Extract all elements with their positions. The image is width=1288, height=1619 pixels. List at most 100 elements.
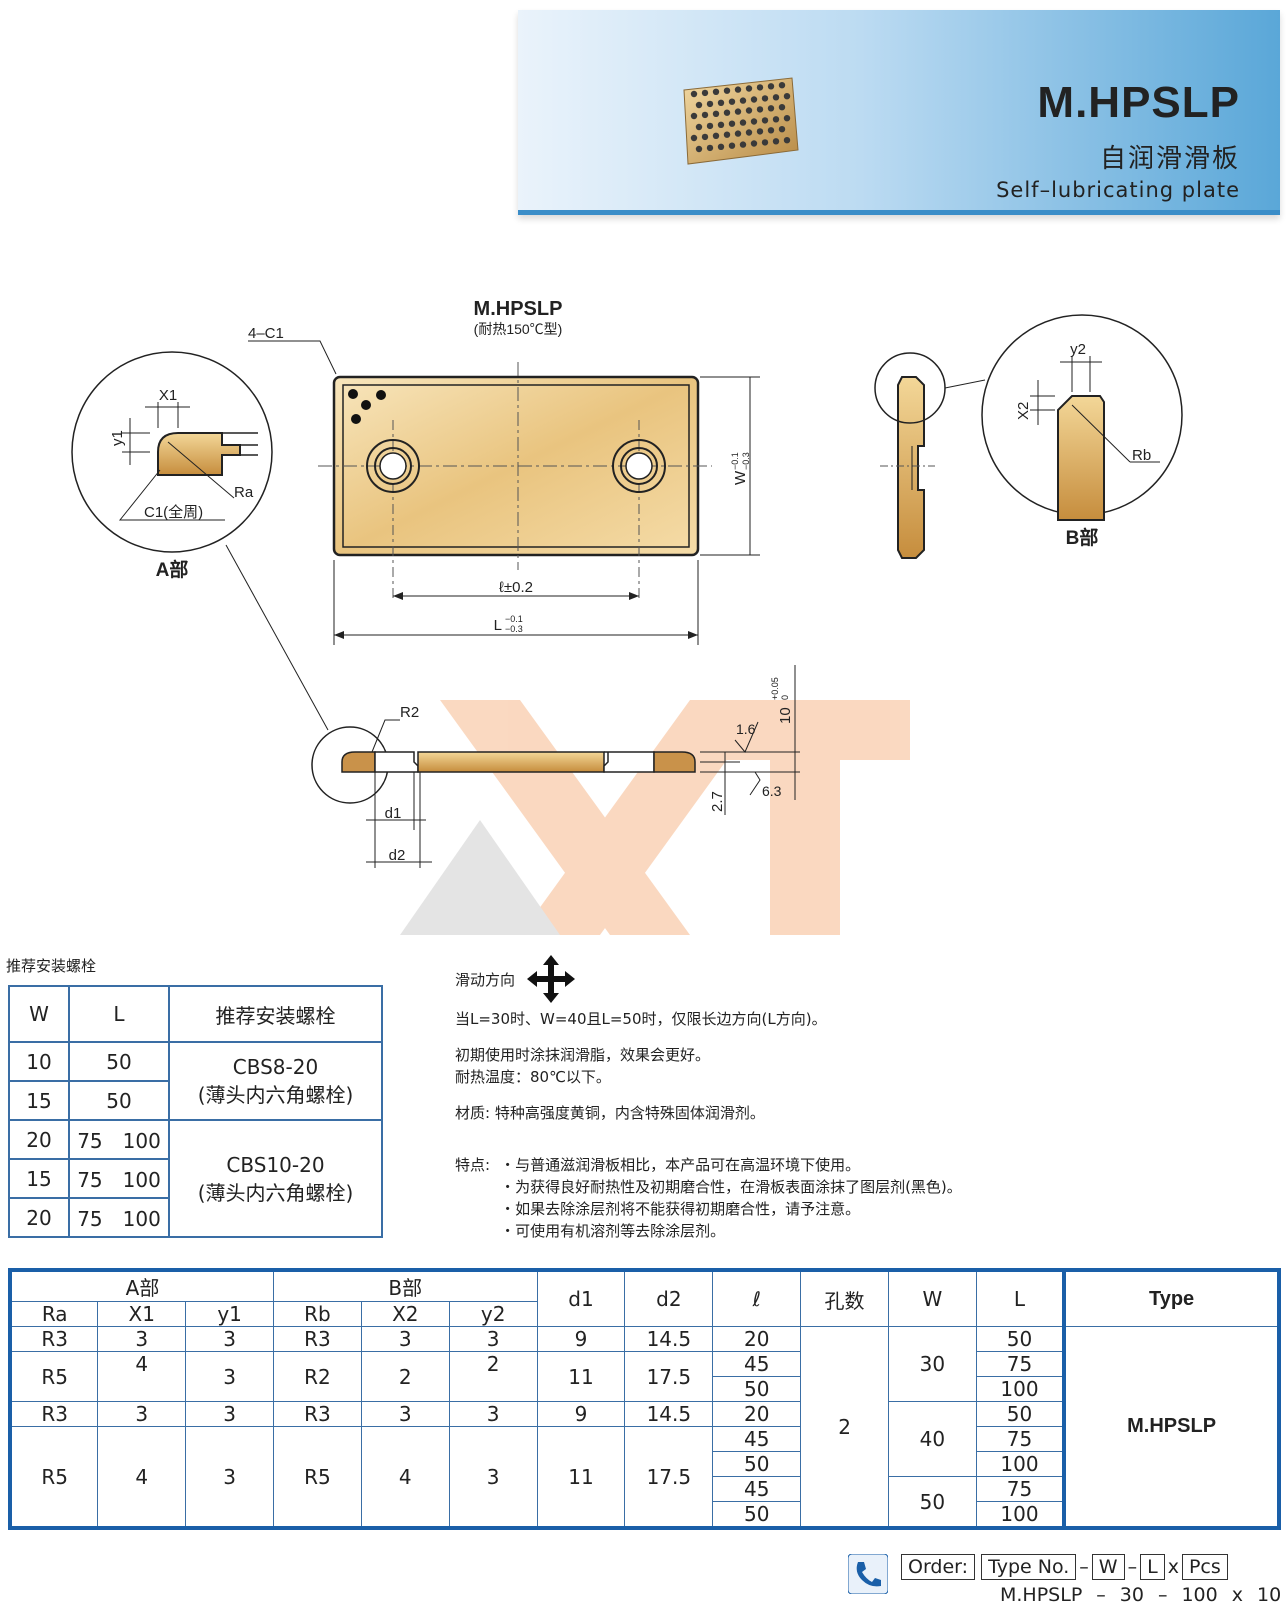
dim-l-tol-lower: −0.3 <box>505 624 523 634</box>
table-row: R5 4 3 R2 2 2 11 17.5 45 75 <box>9 1351 1279 1402</box>
lubricant-dot <box>734 130 742 137</box>
thickness-tol-lower: 0 <box>780 695 790 700</box>
cell: 11 <box>536 1426 626 1529</box>
cell: 11 <box>536 1351 626 1402</box>
lubricant-dot <box>695 101 703 109</box>
cell: 17.5 <box>624 1426 714 1529</box>
feature-2: ・为获得良好耐热性及初期磨合性，在滑板表面涂抹了图层剂(黑色)。 <box>500 1178 962 1196</box>
table-row: 45 50 75 <box>10 1476 1279 1529</box>
lubricant-dot <box>690 112 698 120</box>
order-example-row: M.HPSLP – 30 – 100 x 10 <box>1000 1584 1281 1606</box>
header-y1: y1 <box>185 1301 275 1327</box>
header-b: B部 <box>273 1269 538 1302</box>
note-3: 材质: 特种高强度黄铜，内含特殊固体润滑剂。 <box>455 1104 765 1122</box>
cell: 50 <box>712 1451 802 1477</box>
technical-drawing: M.HPSLP (耐热150℃型) 4–C1 W −0.1 −0.3 ℓ±0.2… <box>71 298 1183 935</box>
table-row: 50 100 <box>10 1376 1279 1402</box>
cell: 3 <box>97 1326 187 1352</box>
bolt-b-code: CBS10-20 <box>226 1152 325 1177</box>
cell-w: 15 <box>8 1080 70 1121</box>
cell: R3 <box>9 1326 99 1352</box>
example-l: 100 <box>1181 1584 1218 1606</box>
table-row: A部 B部 d1 d2 ℓ 孔数 W L Type <box>9 1269 1280 1327</box>
cell: 4 <box>97 1426 187 1529</box>
cell: R5 <box>273 1426 362 1529</box>
header-w: W <box>8 985 70 1043</box>
cell-w: 15 <box>8 1158 70 1199</box>
cell: 2 <box>360 1351 450 1402</box>
bolt-a-code: CBS8-20 <box>232 1055 319 1079</box>
lubricant-dot <box>712 88 720 95</box>
cell: 3 <box>97 1401 187 1427</box>
cell-l: 75 100 <box>68 1119 170 1160</box>
cell: R2 <box>273 1351 362 1402</box>
cell-w: 40 <box>887 1401 977 1477</box>
lubricant-dot <box>750 118 758 125</box>
example-pcs: 10 <box>1256 1584 1282 1606</box>
drawing-title: M.HPSLP <box>474 298 563 320</box>
cell-type: M.HPSLP <box>1062 1326 1280 1529</box>
d2-label: d2 <box>389 847 406 864</box>
cell: 75 <box>975 1476 1065 1502</box>
lubricant-dot <box>783 137 791 144</box>
lubricant-dot <box>695 123 703 131</box>
detail-a-c1: C1(全周) <box>144 503 203 521</box>
roughness-top: 1.6 <box>736 721 756 737</box>
product-thumbnail <box>683 77 799 165</box>
cell: 45 <box>712 1426 802 1452</box>
lubricant-dot <box>739 119 747 126</box>
cell: 100 <box>975 1501 1065 1529</box>
lubricant-dot <box>695 145 703 153</box>
watermark-logo <box>400 700 910 935</box>
cell: 4 <box>360 1426 450 1529</box>
cell-w: 20 <box>8 1197 70 1238</box>
header-banner: M.HPSLP 自润滑滑板 Self–lubricating plate <box>518 10 1280 215</box>
cell: 50 <box>712 1501 802 1529</box>
cell-w: 30 <box>887 1326 977 1402</box>
d1-label: d1 <box>385 805 402 822</box>
header-w: W <box>887 1269 977 1327</box>
cell-bolt-b: CBS10-20(薄头内六角螺栓) <box>168 1119 383 1238</box>
cell: 2 <box>448 1351 538 1402</box>
cell: 20 <box>712 1401 802 1427</box>
lubricant-dot <box>761 139 769 146</box>
header-ra: Ra <box>9 1301 99 1327</box>
header-x2: X2 <box>360 1301 450 1327</box>
lubricant-dot <box>750 140 758 147</box>
lubricant-dot <box>756 128 764 135</box>
cell: 50 <box>975 1401 1065 1427</box>
header-a: A部 <box>9 1269 275 1302</box>
cell-w: 50 <box>887 1476 977 1529</box>
slide-direction: 滑动方向 <box>455 955 576 1003</box>
cell: 45 <box>712 1476 802 1502</box>
lubricant-dot <box>717 143 725 150</box>
feature-3: ・如果去除涂层剂将不能获得初期磨合性，请予注意。 <box>500 1200 861 1218</box>
dim-l-tol-upper: −0.1 <box>505 614 523 624</box>
feature-1: ・与普通滋润滑板相比，本产品可在高温环境下使用。 <box>500 1156 861 1174</box>
lubricant-dot <box>750 96 758 103</box>
thickness-dim: 10 <box>777 707 794 724</box>
product-code: M.HPSLP <box>1037 78 1240 127</box>
spec-table: A部 B部 d1 d2 ℓ 孔数 W L Type Ra X1 y1 Rb X2… <box>8 1268 1281 1530</box>
detail-b: y2 X2 Rb B部 <box>981 314 1183 549</box>
roughness-bottom: 6.3 <box>762 783 782 799</box>
notes: 当L=30时、W=40且L=50时，仅限长边方向(L方向)。 初期使用时涂抹润滑… <box>455 1008 1255 1242</box>
plate-cross-section: 10 +0.05 0 2.7 1.6 6.3 R2 d1 d2 <box>311 665 800 868</box>
dim-w-tol-lower: −0.3 <box>741 452 751 470</box>
table-row: 15 75 100 <box>8 1158 382 1199</box>
cell-holes: 2 <box>800 1326 889 1529</box>
header-d1: d1 <box>536 1269 626 1327</box>
depth-dim: 2.7 <box>709 791 726 812</box>
cell: 50 <box>975 1326 1065 1352</box>
table-row: 10 50 CBS8-20(薄头内六角螺栓) <box>8 1041 383 1121</box>
order-type-no: Type No. <box>981 1554 1077 1580</box>
lubricant-dot <box>728 98 736 105</box>
lubricant-dot <box>772 138 780 145</box>
note-1: 当L=30时、W=40且L=50时，仅限长边方向(L方向)。 <box>455 1010 827 1028</box>
lubricant-dot <box>701 89 709 97</box>
order-dash: – <box>1096 1584 1106 1606</box>
lubricant-dot <box>783 115 791 122</box>
cell: 100 <box>975 1376 1065 1402</box>
cell: 50 <box>712 1376 802 1402</box>
cell: 14.5 <box>624 1401 714 1427</box>
